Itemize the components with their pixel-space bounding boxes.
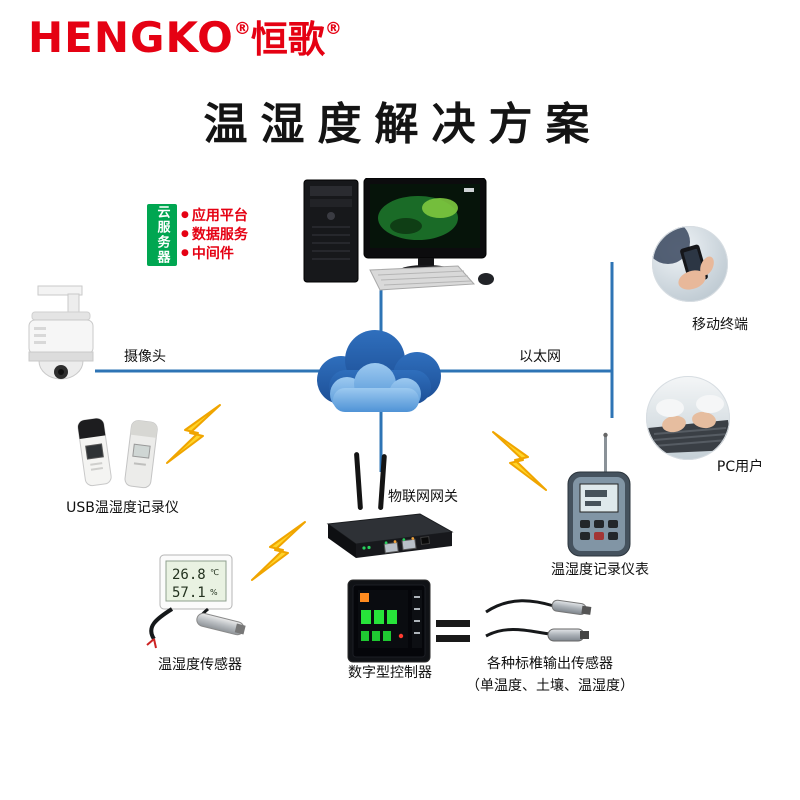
bullet-icon: ●: [181, 228, 189, 239]
lightning-bolt-recorder-icon: [492, 431, 547, 491]
output-sensors-image: [482, 592, 604, 654]
brand-logo: HENGKO®恒歌®: [28, 6, 342, 70]
bullet-icon: ●: [181, 247, 189, 258]
usb-logger-image: [70, 415, 175, 497]
camera-image: [12, 282, 104, 390]
mobile-terminal-photo: [652, 226, 728, 302]
th-sensor-image: 26.8 ℃ 57.1 %: [138, 553, 262, 649]
pc-user-label: PC用户: [716, 459, 764, 475]
service-item-label: 数据服务: [191, 226, 248, 243]
ethernet-label: 以太网: [519, 349, 561, 365]
connection-equals: [436, 620, 470, 650]
page-title: 温湿度解决方案: [203, 99, 603, 150]
recorder-lcd: [579, 483, 619, 513]
sensor-temp-unit: ℃: [210, 568, 219, 577]
brand-logo-en: HENGKO: [28, 13, 234, 62]
service-item-label: 应用平台: [191, 207, 248, 224]
equals-bar: [436, 635, 470, 642]
service-item: ● 数据服务: [181, 224, 248, 243]
gateway-antennas: [354, 452, 387, 511]
camera-dome: [38, 360, 84, 380]
gateway-body: [326, 513, 454, 558]
equals-bar: [436, 620, 470, 627]
sensor-probe: [196, 612, 246, 636]
output-sensors-label: 各种标椎输出传感器: [487, 656, 613, 672]
service-item: ● 应用平台: [181, 205, 248, 224]
iot-gateway-image: [322, 452, 457, 564]
hand: [692, 411, 716, 429]
registered-mark-icon: ®: [233, 19, 251, 39]
recorder-body: [567, 471, 631, 557]
pc-mouse: [478, 273, 494, 285]
digital-controller-label: 数字型控制器: [348, 665, 432, 681]
camera-bracket: [37, 285, 83, 315]
sensor-rh-value: 57.1: [172, 585, 206, 601]
mobile-terminal-label: 移动终端: [692, 317, 748, 333]
service-item: ● 中间件: [181, 243, 248, 262]
usb-logger-white: [124, 420, 158, 489]
cloud-icon: [303, 328, 458, 420]
pc-user-photo: [646, 376, 730, 460]
th-sensor-label: 温湿度传感器: [158, 657, 242, 673]
usb-logger-label: USB温湿度记录仪: [66, 500, 179, 516]
sensor-temp-value: 26.8: [172, 567, 206, 583]
hand: [678, 270, 706, 290]
recorder-probe: [603, 432, 608, 474]
bullet-icon: ●: [181, 209, 189, 220]
usb-logger-black: [77, 417, 112, 487]
recorder-meter-image: [558, 432, 640, 558]
sensor-lcd: [165, 560, 227, 602]
pc-monitor: [363, 178, 487, 275]
probe-cable-bottom: [485, 628, 589, 642]
sensor-display-box: 26.8 ℃ 57.1 %: [159, 554, 233, 610]
cloud-server-tag: 云服务器: [147, 204, 177, 266]
registered-mark-icon: ®: [324, 19, 342, 39]
gateway-ports: [383, 535, 431, 554]
brand-logo-cn: 恒歌: [250, 18, 325, 61]
cloud-front: [330, 363, 421, 412]
service-item-label: 中间件: [191, 245, 234, 262]
sensor-rh-unit: %: [210, 588, 218, 597]
recorder-meter-label: 温湿度记录仪表: [551, 562, 649, 578]
server-computer-image: [298, 178, 498, 294]
iot-gateway-label: 物联网网关: [388, 489, 458, 505]
pc-keyboard: [369, 265, 476, 291]
probe-cable-top: [485, 599, 592, 616]
controller-panel: [347, 579, 431, 663]
camera-label: 摄像头: [124, 349, 166, 365]
pc-tower: [303, 179, 359, 283]
camera-body: [28, 311, 94, 362]
output-sensors-sublabel: （单温度、土壤、温湿度）: [466, 678, 634, 694]
hand: [662, 415, 686, 433]
digital-controller-image: [346, 578, 432, 664]
cloud-server-services: ● 应用平台 ● 数据服务 ● 中间件: [181, 205, 248, 262]
